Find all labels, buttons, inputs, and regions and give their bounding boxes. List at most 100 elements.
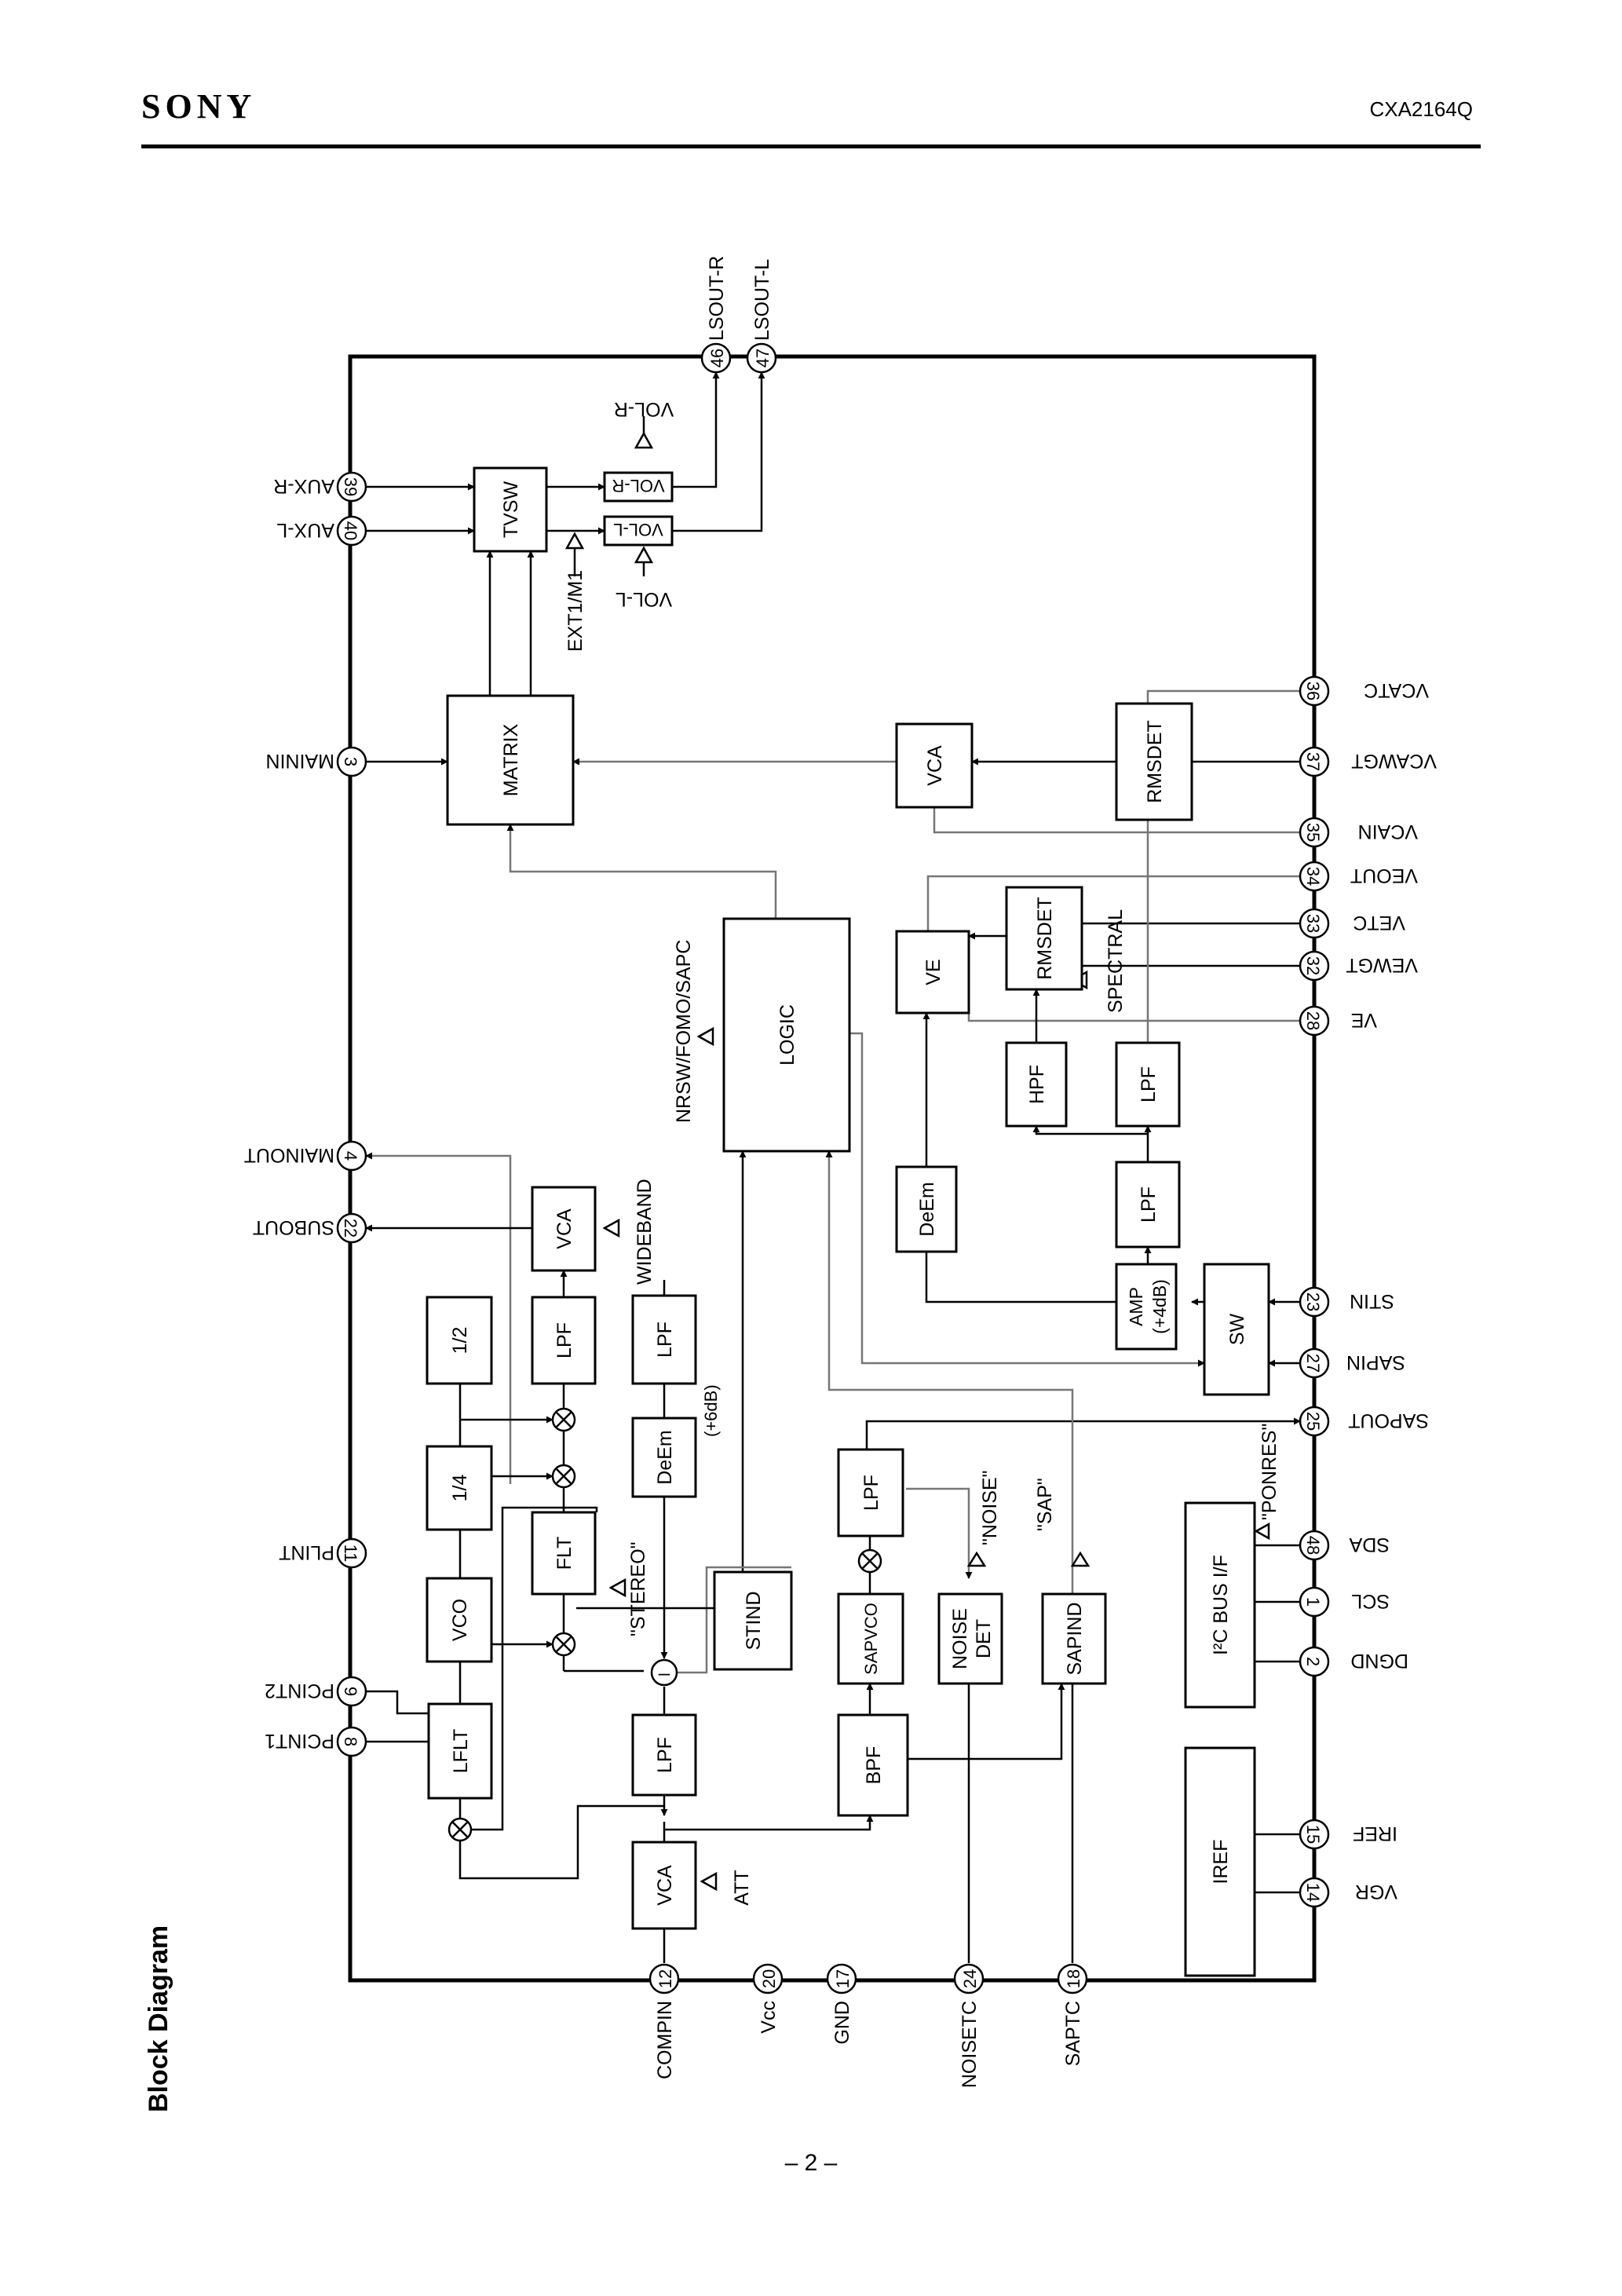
vol-l-block: VOL-L bbox=[613, 520, 663, 539]
subtractor-sign: – bbox=[659, 1661, 670, 1684]
svg-text:39: 39 bbox=[341, 477, 360, 496]
half-divider-block: 1/2 bbox=[449, 1327, 471, 1355]
pin-40: 40 bbox=[336, 515, 367, 547]
pin-name-subout: SUBOUT bbox=[253, 1216, 334, 1238]
svg-text:35: 35 bbox=[1303, 823, 1323, 842]
amp-block-line2: (+4dB) bbox=[1149, 1279, 1170, 1334]
lpf-in-block: LPF bbox=[654, 1737, 676, 1773]
rmsdet-top-block: RMSDET bbox=[1144, 720, 1166, 803]
svg-text:4: 4 bbox=[341, 1151, 360, 1161]
subtractor-node bbox=[650, 1658, 678, 1687]
pin-name-compin: COMPIN bbox=[654, 2001, 676, 2079]
pin-name-lsout-l: LSOUT-L bbox=[751, 259, 773, 341]
sapind-block: SAPIND bbox=[1064, 1602, 1086, 1675]
svg-text:48: 48 bbox=[1303, 1536, 1323, 1555]
vco-block: VCO bbox=[449, 1599, 471, 1641]
pin-24: 24 bbox=[953, 1963, 985, 1994]
svg-text:32: 32 bbox=[1303, 956, 1323, 975]
pin-15: 15 bbox=[1299, 1819, 1330, 1850]
pin-name-mainout: MAINOUT bbox=[244, 1144, 334, 1166]
pin-27: 27 bbox=[1299, 1347, 1330, 1379]
rmsdet-mid-block: RMSDET bbox=[1034, 897, 1056, 980]
pin-3: 3 bbox=[336, 746, 367, 777]
amp-block-line1: AMP bbox=[1126, 1287, 1146, 1326]
label-wideband: WIDEBAND bbox=[634, 1179, 656, 1285]
label-ponres: "PONRES" bbox=[1259, 1424, 1280, 1520]
pin-name-aux-l: AUX-L bbox=[276, 519, 334, 541]
pin-name-vcawgt: VCAWGT bbox=[1351, 750, 1437, 772]
vca-sub-block: VCA bbox=[553, 1208, 575, 1249]
pin-34: 34 bbox=[1299, 861, 1330, 892]
vol-r-block: VOL-R bbox=[612, 476, 664, 495]
sapvco-block: SAPVCO bbox=[861, 1603, 881, 1675]
pin-32: 32 bbox=[1299, 950, 1330, 982]
label-att: ATT bbox=[731, 1870, 753, 1905]
i2c-bus-block: I²C BUS I/F bbox=[1210, 1555, 1232, 1655]
lpf-l1-block: LPF bbox=[553, 1322, 575, 1358]
deem-sub-block: DeEm bbox=[654, 1430, 676, 1484]
pin-name-aux-r: AUX-R bbox=[273, 475, 334, 497]
svg-text:17: 17 bbox=[833, 1969, 853, 1988]
svg-text:47: 47 bbox=[753, 349, 773, 367]
mixer-3 bbox=[551, 1632, 576, 1657]
label-vol-l-control: VOL-L bbox=[616, 588, 672, 610]
svg-text:15: 15 bbox=[1303, 1825, 1323, 1844]
pin-name-scl: SCL bbox=[1351, 1590, 1390, 1612]
ve-block: VE bbox=[922, 959, 944, 985]
svg-text:46: 46 bbox=[707, 349, 727, 367]
label-spectral: SPECTRAL bbox=[1105, 909, 1127, 1013]
pin-name-ve: VE bbox=[1351, 1009, 1377, 1031]
tvsw-block: TVSW bbox=[500, 481, 522, 538]
label-stereo: "STEREO" bbox=[627, 1541, 649, 1636]
pin-name-plint: PLINT bbox=[279, 1541, 334, 1563]
vca-in-block: VCA bbox=[654, 1865, 676, 1906]
svg-text:12: 12 bbox=[656, 1969, 675, 1988]
pin-17: 17 bbox=[826, 1963, 857, 1994]
svg-text:34: 34 bbox=[1303, 867, 1323, 886]
pin-9: 9 bbox=[336, 1676, 367, 1707]
pin-12: 12 bbox=[648, 1963, 680, 1994]
svg-text:9: 9 bbox=[341, 1687, 360, 1696]
pin-name-mainin: MAININ bbox=[266, 750, 335, 772]
pin-46: 46 bbox=[700, 342, 732, 374]
svg-text:24: 24 bbox=[960, 1969, 980, 1988]
bpf-block: BPF bbox=[863, 1746, 885, 1785]
iref-block: IREF bbox=[1210, 1840, 1232, 1885]
svg-text:37: 37 bbox=[1303, 752, 1323, 771]
svg-text:33: 33 bbox=[1303, 914, 1323, 933]
svg-text:8: 8 bbox=[341, 1737, 360, 1746]
pin-name-lsout-r: LSOUT-R bbox=[706, 256, 728, 341]
pin-1: 1 bbox=[1299, 1586, 1330, 1618]
pin-48: 48 bbox=[1299, 1530, 1330, 1561]
pin-20: 20 bbox=[752, 1963, 784, 1994]
lpf-l2-block: LPF bbox=[654, 1322, 676, 1358]
svg-text:2: 2 bbox=[1303, 1657, 1323, 1666]
part-number: CXA2164Q bbox=[1369, 97, 1473, 121]
label-plus-6db: (+6dB) bbox=[701, 1384, 721, 1437]
label-sap: "SAP" bbox=[1034, 1478, 1056, 1531]
matrix-block: MATRIX bbox=[500, 723, 522, 796]
svg-text:11: 11 bbox=[341, 1545, 360, 1563]
pin-name-dgnd: DGND bbox=[1350, 1650, 1408, 1672]
signal-wires bbox=[365, 371, 1301, 1963]
pin-25: 25 bbox=[1299, 1406, 1330, 1437]
label-vol-r-control: VOL-R bbox=[614, 398, 674, 420]
svg-text:23: 23 bbox=[1303, 1292, 1323, 1311]
svg-text:27: 27 bbox=[1303, 1354, 1323, 1373]
mixer-1 bbox=[551, 1407, 576, 1432]
sw-block: SW bbox=[1226, 1313, 1248, 1345]
multiplier-nodes bbox=[448, 1407, 882, 1842]
deem-main-block: DeEm bbox=[916, 1182, 938, 1236]
pin-name-sapout: SAPOUT bbox=[1348, 1409, 1429, 1431]
mixer-sap bbox=[857, 1548, 882, 1574]
pin-22: 22 bbox=[336, 1212, 367, 1244]
svg-text:22: 22 bbox=[341, 1219, 360, 1238]
pin-name-gnd: GND bbox=[831, 2001, 853, 2045]
pin-name-vcc: Vcc bbox=[758, 2001, 780, 2034]
logic-block: LOGIC bbox=[776, 1004, 798, 1066]
lflt-block: LFLT bbox=[450, 1729, 472, 1774]
pin-name-sda: SDA bbox=[1349, 1534, 1390, 1556]
pin-name-noisetc: NOISETC bbox=[959, 2001, 981, 2088]
noise-det-block-line2: DET bbox=[973, 1619, 995, 1658]
label-ext1-m1: EXT1/M1 bbox=[564, 570, 586, 652]
